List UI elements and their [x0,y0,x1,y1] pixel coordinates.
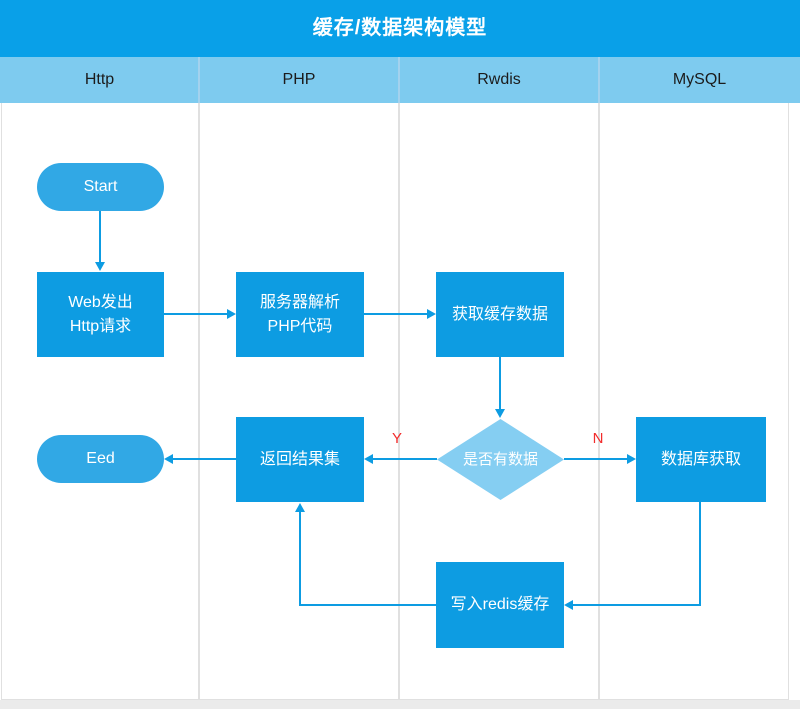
lane-header-mysql: MySQL [672,71,727,88]
lane-header-rwdis: Rwdis [477,71,521,88]
lane-header-divider [598,57,600,103]
edge-return-to-end [173,458,236,460]
edge-redis-to-return-horizontal [299,604,436,606]
node-db-fetch[interactable]: 数据库获取 [636,417,766,502]
lane-header-php: PHP [282,71,316,88]
lane-header-http: Http [84,71,115,88]
node-return-result[interactable]: 返回结果集 [236,417,364,502]
node-end[interactable]: Eed [37,435,164,483]
diagram-title: 缓存/数据架构模型 [0,0,800,57]
edge-web-to-parse [164,313,227,315]
edge-cache-to-decision [499,357,501,410]
lane-header-divider [398,57,400,103]
lane-php [199,103,399,700]
edge-decision-to-return [373,458,437,460]
arrowhead-down-icon [95,262,105,271]
node-start[interactable]: Start [37,163,164,211]
bottom-strip [0,700,800,709]
node-get-cache[interactable]: 获取缓存数据 [436,272,564,357]
node-web-request[interactable]: Web发出 Http请求 [37,272,164,357]
arrowhead-up-icon [295,503,305,512]
lane-header-row: Http PHP Rwdis MySQL [0,57,800,103]
edge-parse-to-cache [364,313,427,315]
arrowhead-left-icon [164,454,173,464]
arrowhead-left-icon [364,454,373,464]
edge-start-to-web [99,211,101,263]
node-parse-php[interactable]: 服务器解析 PHP代码 [236,272,364,357]
node-write-redis[interactable]: 写入redis缓存 [436,562,564,648]
branch-label-yes: Y [391,430,402,447]
arrowhead-right-icon [227,309,236,319]
lane-mysql [599,103,789,700]
arrowhead-right-icon [627,454,636,464]
arrowhead-left-icon [564,600,573,610]
arrowhead-right-icon [427,309,436,319]
branch-label-no: N [592,430,604,447]
edge-decision-to-db [564,458,627,460]
lane-header-divider [198,57,200,103]
edge-db-to-redis-vertical [699,502,701,606]
edge-redis-to-return-vertical [299,512,301,606]
arrowhead-down-icon [495,409,505,418]
edge-db-to-redis-horizontal [573,604,701,606]
